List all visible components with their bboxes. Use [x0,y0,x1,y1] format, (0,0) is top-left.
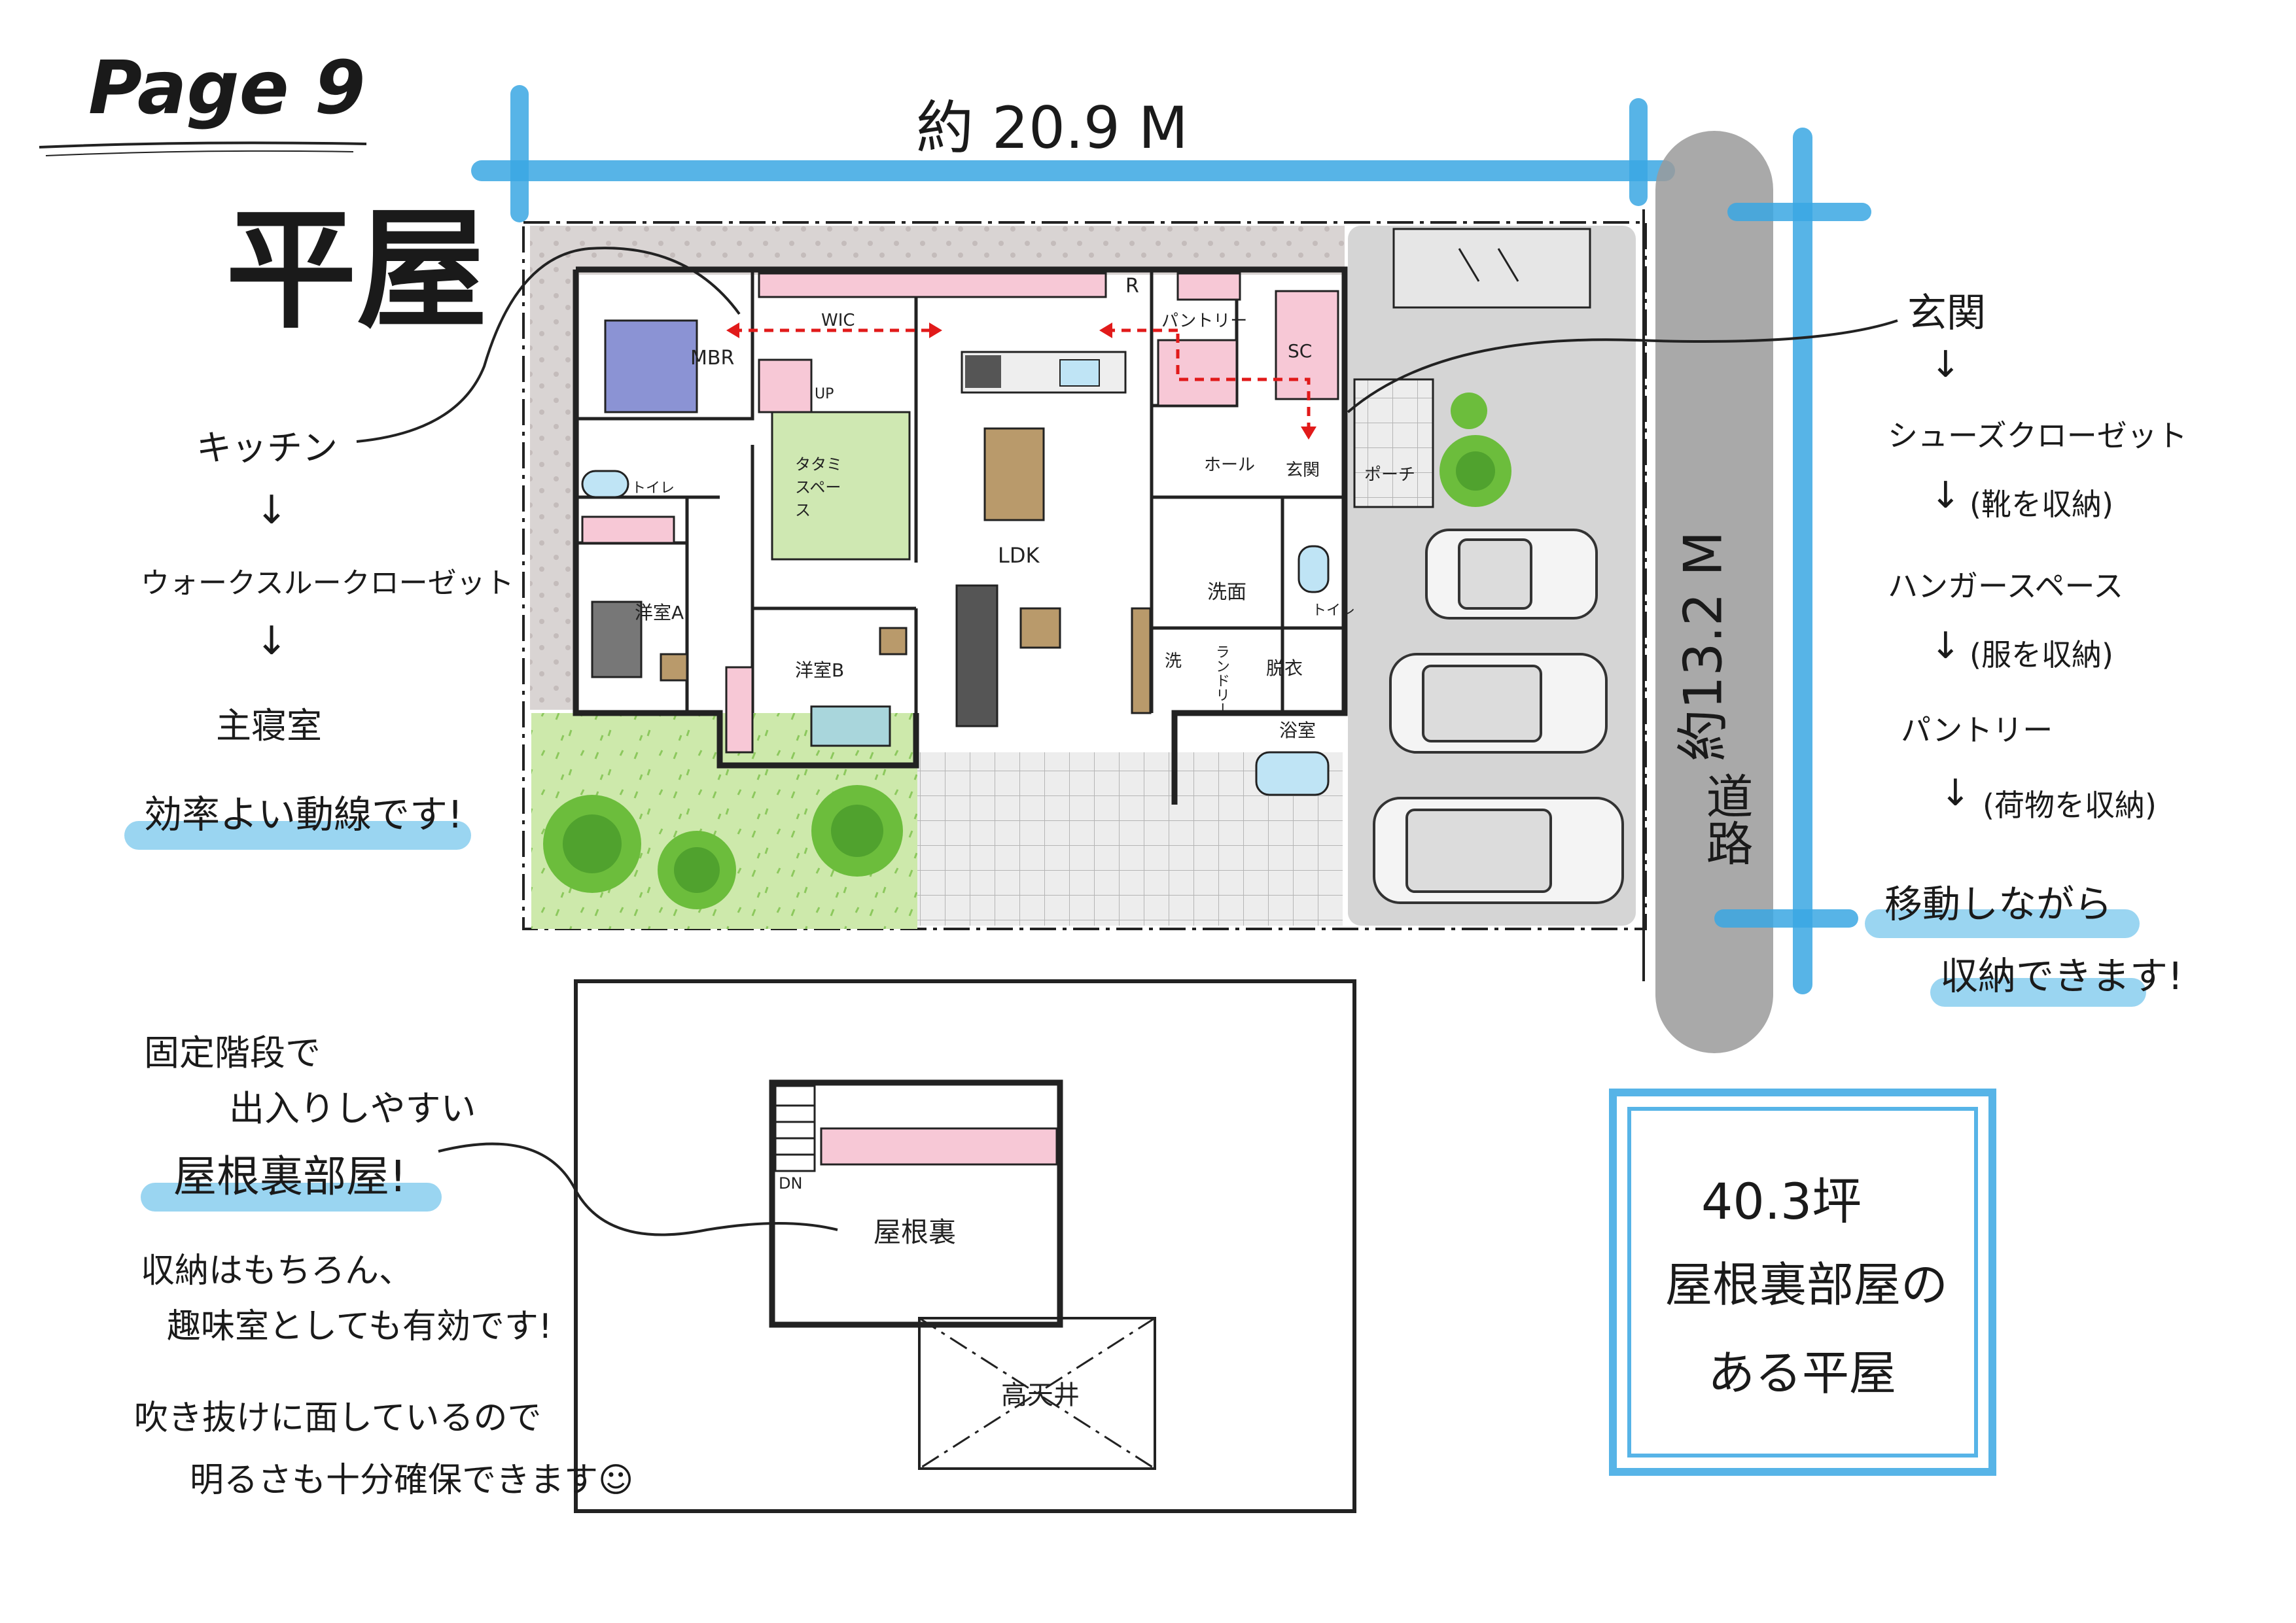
circulation-arrows [733,328,1311,432]
left-flow-step-2: ウォークスルークローゼット [141,567,514,600]
right-flow-step-3: (靴を収納) [1969,487,2113,522]
garden-trees [543,785,903,909]
right-note-highlight-1 [1865,909,2140,938]
room-label-attic-dn: DN [779,1174,803,1193]
room-label-toilet-1: トイレ [631,480,675,497]
attic-note-6: 明るさも十分確保できます☺ [190,1461,634,1500]
car-1 [1425,529,1598,620]
page-title-underline [39,141,367,148]
room-label-dressing: 脱衣 [1266,657,1303,679]
right-flow-step-7: (荷物を収納) [1983,788,2157,823]
right-flow-step-2: シューズクローゼット [1888,418,2187,453]
left-flow-step-3: 主寝室 [216,705,322,746]
left-flow-note: 効率よい動線です! [144,792,463,837]
room-label-ldk: LDK [998,543,1040,568]
road-label: 道路 [1698,772,1753,866]
depth-dimension-label: 約13.2 M [1672,531,1734,762]
room-label-wic: WIC [821,311,855,330]
right-note-highlight-2 [1930,978,2146,1007]
left-flow-arrow-1: ↓ [255,487,289,533]
room-label-attic: 屋根裏 [874,1216,957,1248]
right-flow-note-2: 収納できます! [1940,954,2183,998]
right-flow-note-1: 移動しながら [1884,882,2113,926]
mbr-bed [604,319,698,413]
room-label-mbr: MBR [690,347,735,370]
high-ceiling-area [918,1317,1156,1470]
attic-note-3: 収納はもちろん、 [141,1251,414,1291]
attic-note-highlight-text: 屋根裏部屋! [173,1151,407,1202]
room-label-western-b: 洋室B [795,659,845,681]
left-note-highlight [124,821,471,850]
width-dimension-line [471,85,1675,222]
entrance-callout-line [1347,319,1898,413]
room-label-toilet-2: トイレ [1312,602,1356,619]
room-label-bath: 浴室 [1279,720,1316,741]
attic-stairs [774,1085,816,1172]
attic-note-4: 趣味室としても有効です! [167,1307,552,1346]
right-flow-arrow-3: ↓ [1930,625,1961,667]
room-label-laundry-sink: 洗 [1165,652,1182,671]
left-flow-arrow-2: ↓ [255,618,289,664]
kitchen-callout-line [356,247,741,443]
room-label-laundry: ランドリー [1213,644,1229,716]
right-flow-arrow-2: ↓ [1930,474,1961,517]
car-3 [1373,797,1624,904]
site-boundary [522,221,1647,930]
room-label-western-a: 洋室A [635,602,684,623]
room-label-high-ceiling: 高天井 [1001,1380,1080,1410]
bicycles [1458,248,1519,282]
room-label-hall: ホール [1204,455,1256,475]
room-label-washroom: 洗面 [1207,581,1246,604]
attic-outline [574,979,1356,1513]
right-flow-arrow-4: ↓ [1940,772,1971,814]
depth-dimension-line [1714,128,1871,994]
right-flow-step-1: 玄関 [1907,290,1986,336]
summary-line-3: ある平屋 [1708,1346,1897,1401]
room-label-entrance: 玄関 [1286,461,1320,480]
room-label-sc: SC [1288,340,1313,362]
room-label-pantry: パントリー [1161,311,1248,331]
attic-note-2: 出入りしやすい [229,1088,476,1129]
page-label: Page 9 [88,46,366,131]
attic-storage [820,1127,1058,1166]
right-flow-arrow-1: ↓ [1930,343,1961,386]
width-dimension-label: 約 20.9 M [916,94,1188,162]
car-2 [1389,653,1608,754]
attic-room [769,1079,1063,1328]
right-flow-step-5: (服を収納) [1969,637,2113,672]
room-label-fridge: R [1125,275,1139,298]
summary-area: 40.3坪 [1701,1172,1862,1230]
road [1655,131,1773,1053]
left-flow-step-1: キッチン [196,427,338,468]
attic-note-1: 固定階段で [144,1032,321,1073]
attic-note-highlight [141,1183,442,1212]
summary-line-2: 屋根裏部屋の [1665,1257,1949,1312]
tatami-space [771,411,911,561]
right-flow-step-6: パントリー [1901,712,2053,748]
right-flow-step-4: ハンガースペース [1888,568,2124,604]
room-label-tatami: タタミ スペース [795,455,842,519]
page-title: 平屋 [226,194,488,347]
storage-areas [581,272,1339,754]
room-label-porch: ポーチ [1364,465,1416,485]
summary-box [1609,1089,1996,1476]
room-label-up: UP [815,386,834,402]
attic-note-5: 吹き抜けに面しているので [134,1399,542,1438]
